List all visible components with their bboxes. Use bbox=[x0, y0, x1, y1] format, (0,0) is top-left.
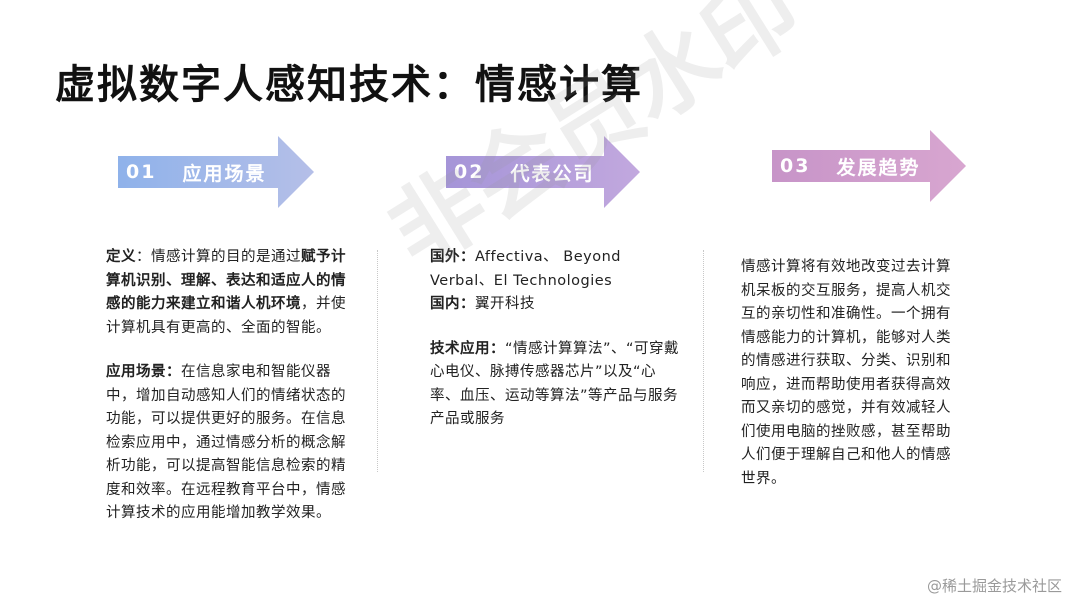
arrow-number: 01 bbox=[126, 161, 157, 183]
domestic-label: 国内： bbox=[430, 296, 475, 312]
arrow-number: 02 bbox=[454, 161, 485, 183]
definition-bold-text: 赋予计算机识别、理解、表达和适应人的情感的能力来建立和谐人机环境 bbox=[106, 249, 346, 312]
arrow-development-trends: 03 发展趋势 bbox=[772, 130, 966, 202]
domestic-text: 翼开科技 bbox=[475, 296, 535, 312]
trends-text: 情感计算将有效地改变过去计算机呆板的交互服务，提高人机交互的亲切性和准确性。一个… bbox=[741, 259, 951, 487]
definition-label: 定义 bbox=[106, 249, 136, 265]
foreign-label: 国外： bbox=[430, 249, 475, 265]
foreign-companies: 国外：Affectiva、 Beyond Verbal、El Technolog… bbox=[430, 246, 680, 293]
column-divider-2 bbox=[703, 250, 704, 472]
arrow-label: 应用场景 bbox=[182, 162, 267, 185]
source-credit: @稀土掘金技术社区 bbox=[926, 577, 1062, 595]
column-divider-1 bbox=[377, 250, 378, 472]
arrow-number: 03 bbox=[780, 155, 811, 177]
column-trends: 情感计算将有效地改变过去计算机呆板的交互服务，提高人机交互的亲切性和准确性。一个… bbox=[741, 256, 963, 491]
tech-application-label: 技术应用： bbox=[430, 340, 505, 357]
arrow-shape-3 bbox=[772, 130, 966, 202]
application-paragraph: 应用场景：在信息家电和智能仪器中，增加自动感知人们的情绪状态的功能，可以提供更好… bbox=[106, 361, 350, 526]
arrow-shape-1 bbox=[118, 136, 314, 208]
arrow-shape-2 bbox=[446, 136, 640, 208]
definition-text-1: ：情感计算的目的是通过 bbox=[136, 249, 301, 265]
application-text: 在信息家电和智能仪器中，增加自动感知人们的情绪状态的功能，可以提供更好的服务。在… bbox=[106, 364, 346, 521]
arrow-representative-companies: 02 代表公司 bbox=[446, 136, 640, 208]
foreign-text: Affectiva、 Beyond Verbal、El Technologies bbox=[430, 249, 622, 289]
arrow-label: 代表公司 bbox=[510, 162, 595, 185]
arrow-label: 发展趋势 bbox=[836, 156, 921, 179]
column-application: 定义：情感计算的目的是通过赋予计算机识别、理解、表达和适应人的情感的能力来建立和… bbox=[106, 246, 350, 526]
definition-paragraph: 定义：情感计算的目的是通过赋予计算机识别、理解、表达和适应人的情感的能力来建立和… bbox=[106, 246, 350, 340]
arrow-application-scenarios: 01 应用场景 bbox=[118, 136, 314, 208]
domestic-companies: 国内：翼开科技 bbox=[430, 293, 680, 317]
column-companies: 国外：Affectiva、 Beyond Verbal、El Technolog… bbox=[430, 246, 680, 432]
tech-application-text: “情感计算算法”、“可穿戴心电仪、脉搏传感器芯片”以及“心率、血压、运动等算法”… bbox=[430, 340, 680, 428]
slide-title: 虚拟数字人感知技术：情感计算 bbox=[55, 62, 643, 108]
definition-text-2: ，并使计算机具有更高的、全面的智能。 bbox=[106, 296, 346, 336]
tech-application-paragraph: 技术应用：“情感计算算法”、“可穿戴心电仪、脉搏传感器芯片”以及“心率、血压、运… bbox=[430, 338, 680, 432]
application-label: 应用场景： bbox=[106, 364, 181, 380]
